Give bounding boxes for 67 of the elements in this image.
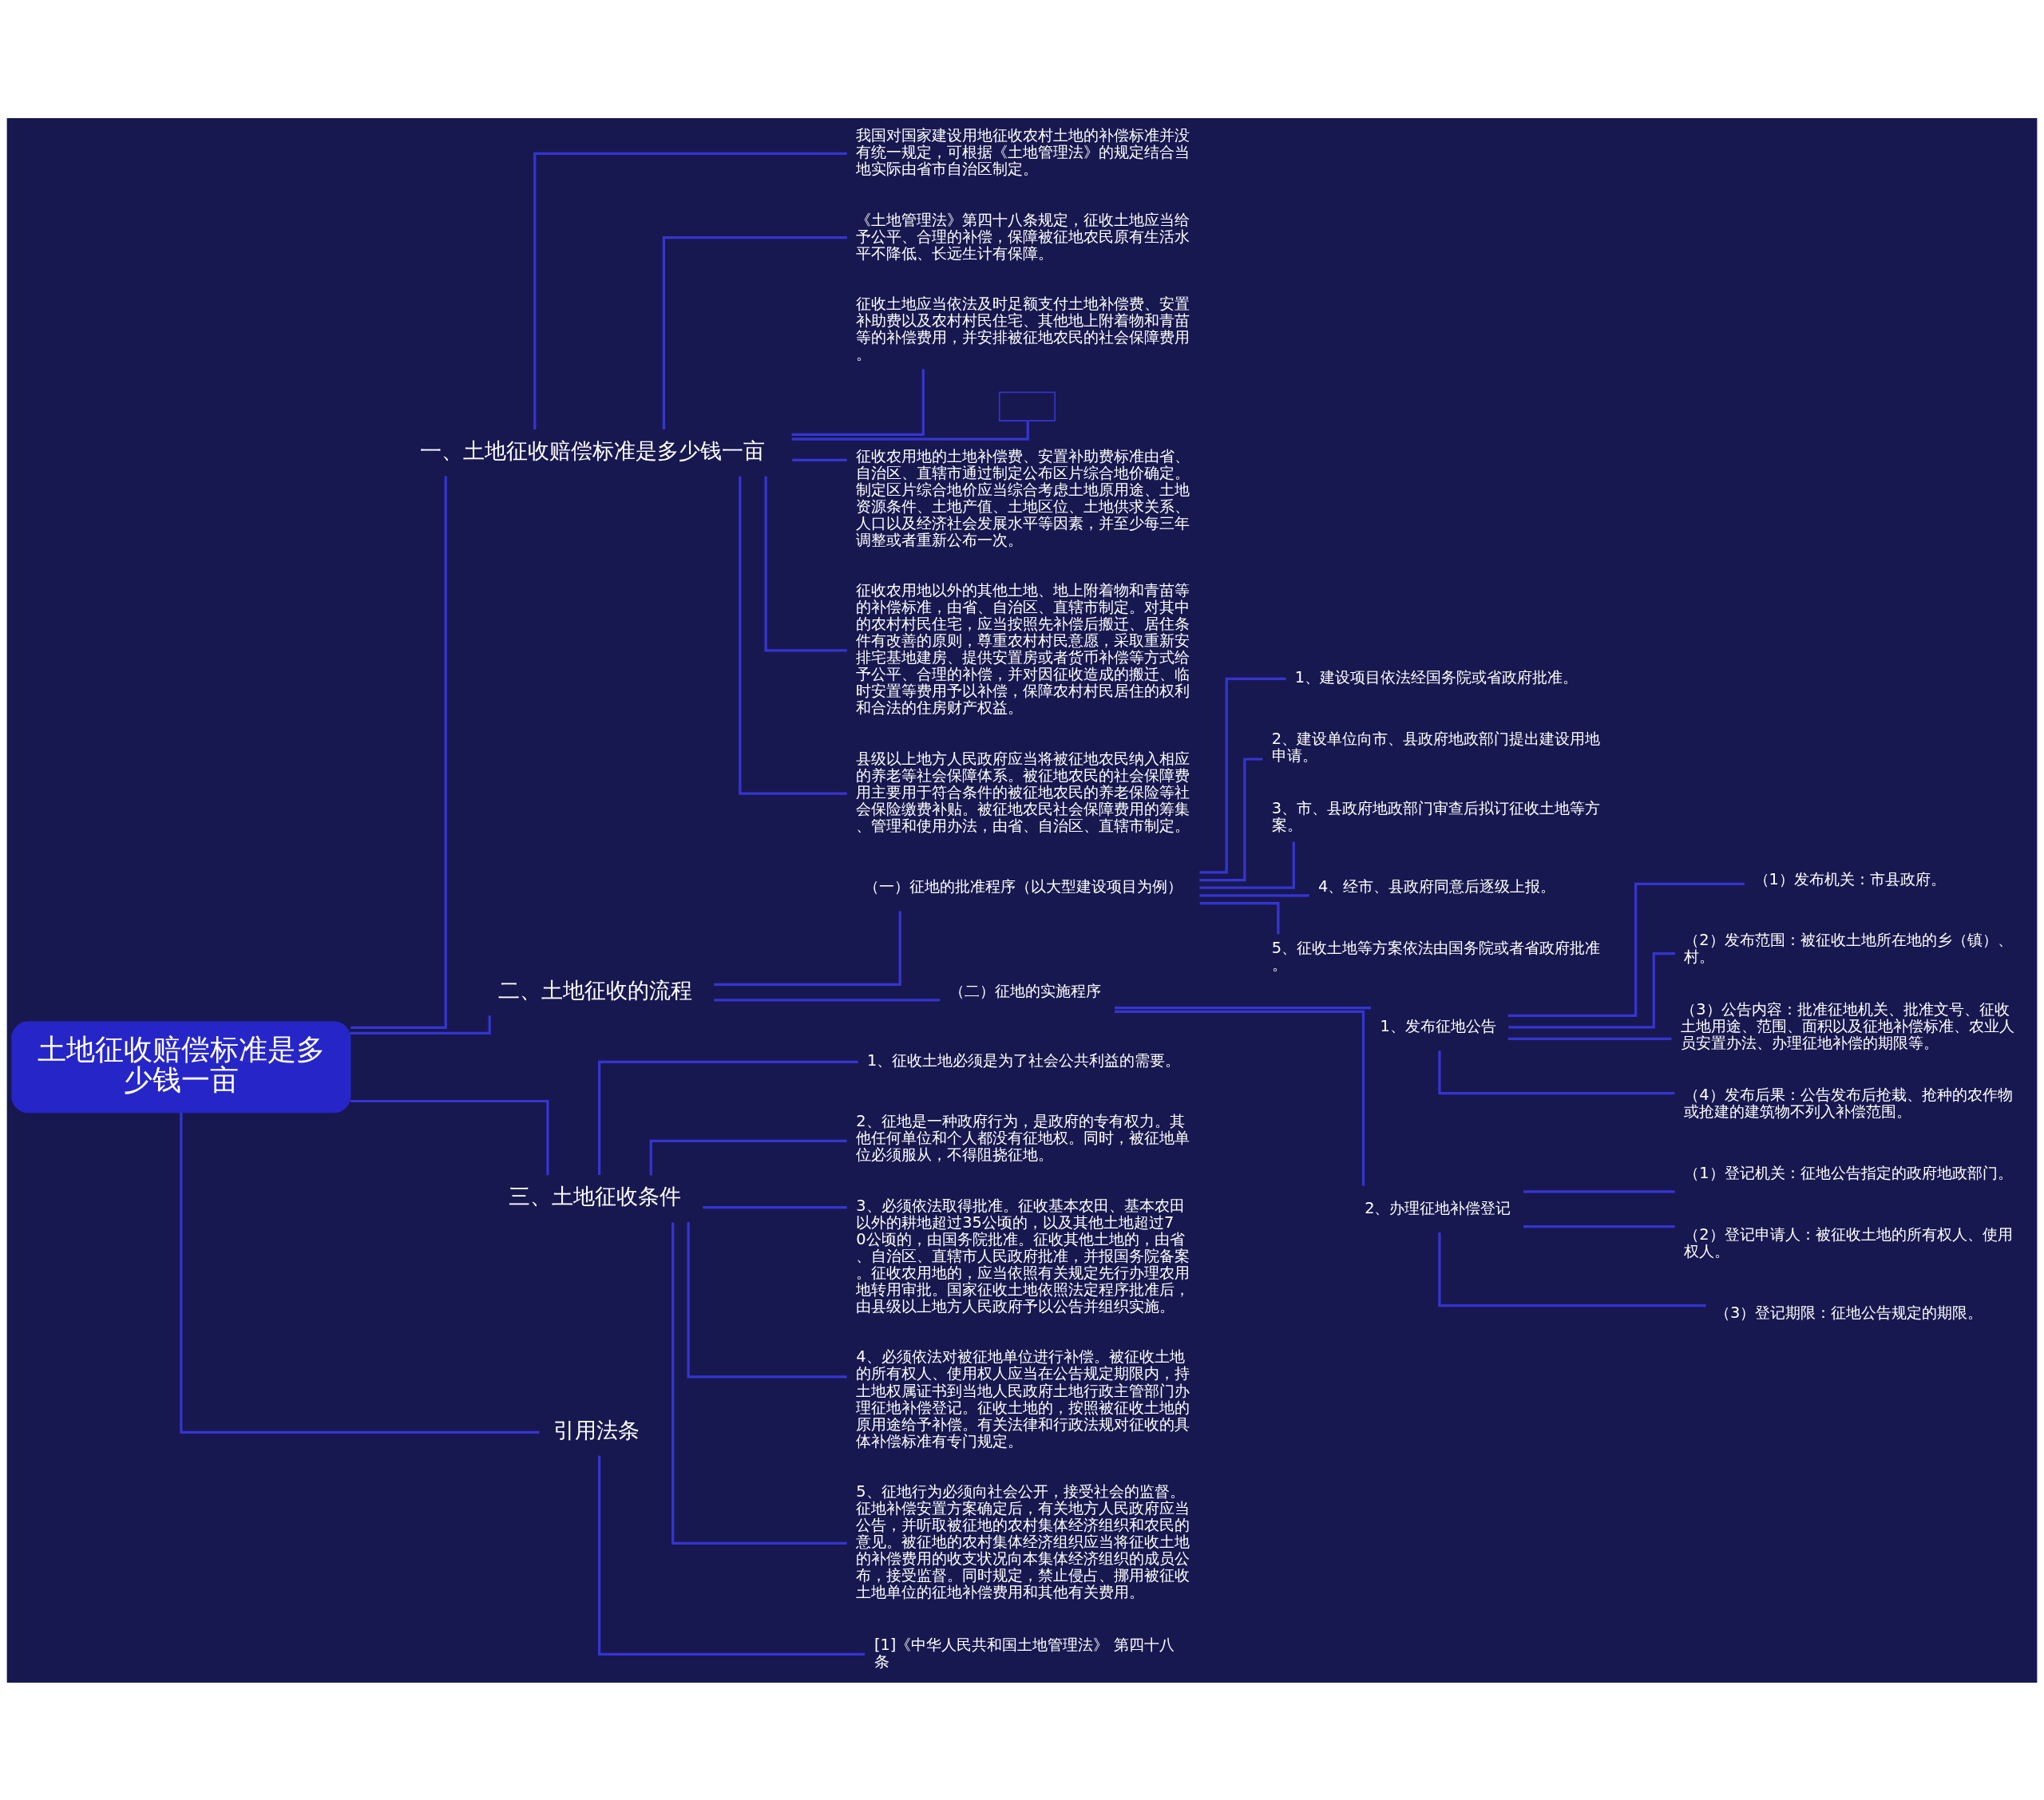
connector (1199, 757, 1263, 881)
node-box (998, 391, 1056, 421)
node-text: 1、发布征地公告 (1380, 1016, 1496, 1035)
node-text: 县级以上地方人民政府应当将被征地农民纳入相应的养老等社会保障体系。被征地农民的社会保障费用主要用于符合条件的被征地农民的养老保险等社会保险缴费补贴。被征地农民社会保障费用的筹集、管理和使用办法，由省、自治区、直辖市制定。 (856, 749, 1190, 835)
node-text: 3、必须依法取得批准。征收基本农田、基本农田以外的耕地超过35公顷的，以及其他土地超过70公顷的，由国务院批准。征收其他土地的，由省、自治区、直辖市人民政府批准，并报国务院备案。征收农用地的，应当依照有关规定先行办理农用地转用审批。国家征收土地依照法定程序批准后，由县级以上地方人民政府予以公告并组织实施。 (856, 1196, 1190, 1315)
connector (1115, 1006, 1371, 1009)
node-text: 2、建设单位向市、县政府地政部门提出建设用地申请。 (1271, 729, 1601, 765)
node-text: 我国对国家建设用地征收农村土地的补偿标准并没有统一规定，可根据《土地管理法》的规定结合当地实际由省市自治区制定。 (856, 125, 1190, 178)
node-text: 征收农用地的土地补偿费、安置补助费标准由省、自治区、直辖市通过制定公布区片综合地价确定。制定区片综合地价应当综合考虑土地原用途、土地资源条件、土地产值、土地区位、土地供求关系、人口以及经济社会发展水平等因素，并至少每三年调整或者重新公布一次。 (856, 446, 1190, 549)
node-text: 2、征地是一种政府行为，是政府的专有权力。其他任何单位和个人都没有征地权。同时，被征地单位必须服从，不得阻挠征地。 (856, 1111, 1190, 1164)
connector (703, 1205, 847, 1209)
connector (1199, 901, 1280, 934)
connector (180, 1112, 540, 1434)
connector (1507, 1037, 1672, 1040)
node-text: 《土地管理法》第四十八条规定，征收土地应当给予公平、合理的补偿，保障被征地农民原有生活水平不降低、长远生计有保障。 (856, 210, 1190, 263)
connector (351, 476, 447, 1029)
connector (671, 1222, 847, 1545)
connector (791, 420, 1029, 441)
node-text: （2）登记申请人：被征收土地的所有权人、使用权人。 (1684, 1224, 2013, 1260)
node-box: 土地征收赔偿标准是多少钱一亩 (11, 1021, 351, 1113)
node-text: 1、征收土地必须是为了社会公共利益的需要。 (867, 1050, 1181, 1070)
connector (739, 476, 847, 795)
connector (1115, 1010, 1365, 1185)
node-text: 1、建设项目依法经国务院或省政府批准。 (1294, 667, 1579, 686)
node-text: [1]《中华人民共和国土地管理法》 第四十八条 (873, 1635, 1175, 1671)
connector (662, 235, 847, 429)
node-text: 征收土地应当依法及时足额支付土地补偿费、安置补助费以及农村村民住宅、其他地上附着物和青苗等的补偿费用，并安排被征地农民的社会保障费用。 (856, 294, 1190, 363)
connector (1438, 1050, 1675, 1094)
node-text: （二）征地的实施程序 (949, 981, 1101, 1000)
node-text: （1）登记机关：征地公告指定的政府地政部门。 (1684, 1163, 2013, 1182)
node-text: 3、市、县政府地政部门审查后拟订征收土地等方案。 (1271, 798, 1601, 834)
node-text: （3）公告内容：批准征地机关、批准文号、征收土地用途、范围、面积以及征地补偿标准、农业人员安置办法、办理征地补偿的期限等。 (1681, 999, 2015, 1052)
connector (533, 152, 847, 429)
connector (598, 1455, 866, 1656)
node-text: 5、征收土地等方案依法由国务院或者省政府批准。 (1271, 938, 1601, 974)
node-text: 引用法条 (553, 1416, 640, 1442)
connector (1199, 893, 1309, 897)
connector (1508, 951, 1675, 1028)
node-text: 4、必须依法对被征地单位进行补偿。被征收土地的所有权人、使用权人应当在公告规定期限内，持土地权属证书到当地人民政府土地行政主管部门办理征地补偿登记。征收土地的，按照被征收土地的原用途给予补偿。有关法律和行政法规对征收的具体补偿标准有专门规定。 (856, 1347, 1190, 1450)
connector (1438, 1232, 1706, 1307)
connector (1523, 1189, 1675, 1193)
node-text: 一、土地征收赔偿标准是多少钱一亩 (419, 437, 765, 463)
connector (714, 998, 941, 1001)
node-text: （4）发布后果：公告发布后抢栽、抢种的农作物或抢建的建筑物不列入补偿范围。 (1684, 1085, 2013, 1121)
connector (714, 911, 901, 986)
node-text: 5、征地行为必须向社会公开，接受社会的监督。征地补偿安置方案确定后，有关地方人民政府应当公告，并听取被征地的农村集体经济组织和农民的意见。被征地的农村集体经济组织应当将征收土地的补偿费用的收支状况向本集体经济组织的成员公布，接受监督。同时规定，禁止侵占、挪用被征收土地单位的征地补偿费用和其他有关费用。 (856, 1482, 1190, 1601)
node-text: 2、办理征地补偿登记 (1365, 1198, 1511, 1217)
connector (1523, 1224, 1675, 1228)
connector (1199, 841, 1295, 889)
connector (649, 1139, 847, 1175)
node-text: 征收农用地以外的其他土地、地上附着物和青苗等的补偿标准，由省、自治区、直辖市制定。对其中的农村村民住宅，应当按照先补偿后搬迁、居住条件有改善的原则，尊重农村村民意愿，采取重新安排宅基地建房、提供安置房或者货币补偿等方式给予公平、合理的补偿，并对因征收造成的搬迁、临时安置等费用予以补偿，保障农村村民居住的权利和合法的住房财产权益。 (856, 580, 1190, 717)
connector (687, 1221, 847, 1378)
node-text: 二、土地征收的流程 (497, 976, 692, 1003)
node-text: （2）发布范围：被征收土地所在地的乡（镇）、村。 (1684, 930, 2013, 966)
node-text: 三、土地征收条件 (509, 1182, 682, 1209)
connector (1199, 677, 1286, 873)
connector (792, 458, 847, 461)
node-text: （一）征地的批准程序（以大型建设项目为例） (863, 876, 1182, 896)
connector (350, 1015, 491, 1035)
connector (350, 1099, 549, 1175)
node-text: （3）登记期限：征地公告规定的期限。 (1715, 1303, 1983, 1322)
connector (1507, 882, 1745, 1017)
node-text: （1）发布机关：市县政府。 (1753, 869, 1946, 888)
connector (764, 476, 847, 651)
node-text: 4、经市、县政府同意后逐级上报。 (1317, 876, 1556, 896)
connector (598, 1060, 858, 1175)
connector (791, 368, 925, 436)
